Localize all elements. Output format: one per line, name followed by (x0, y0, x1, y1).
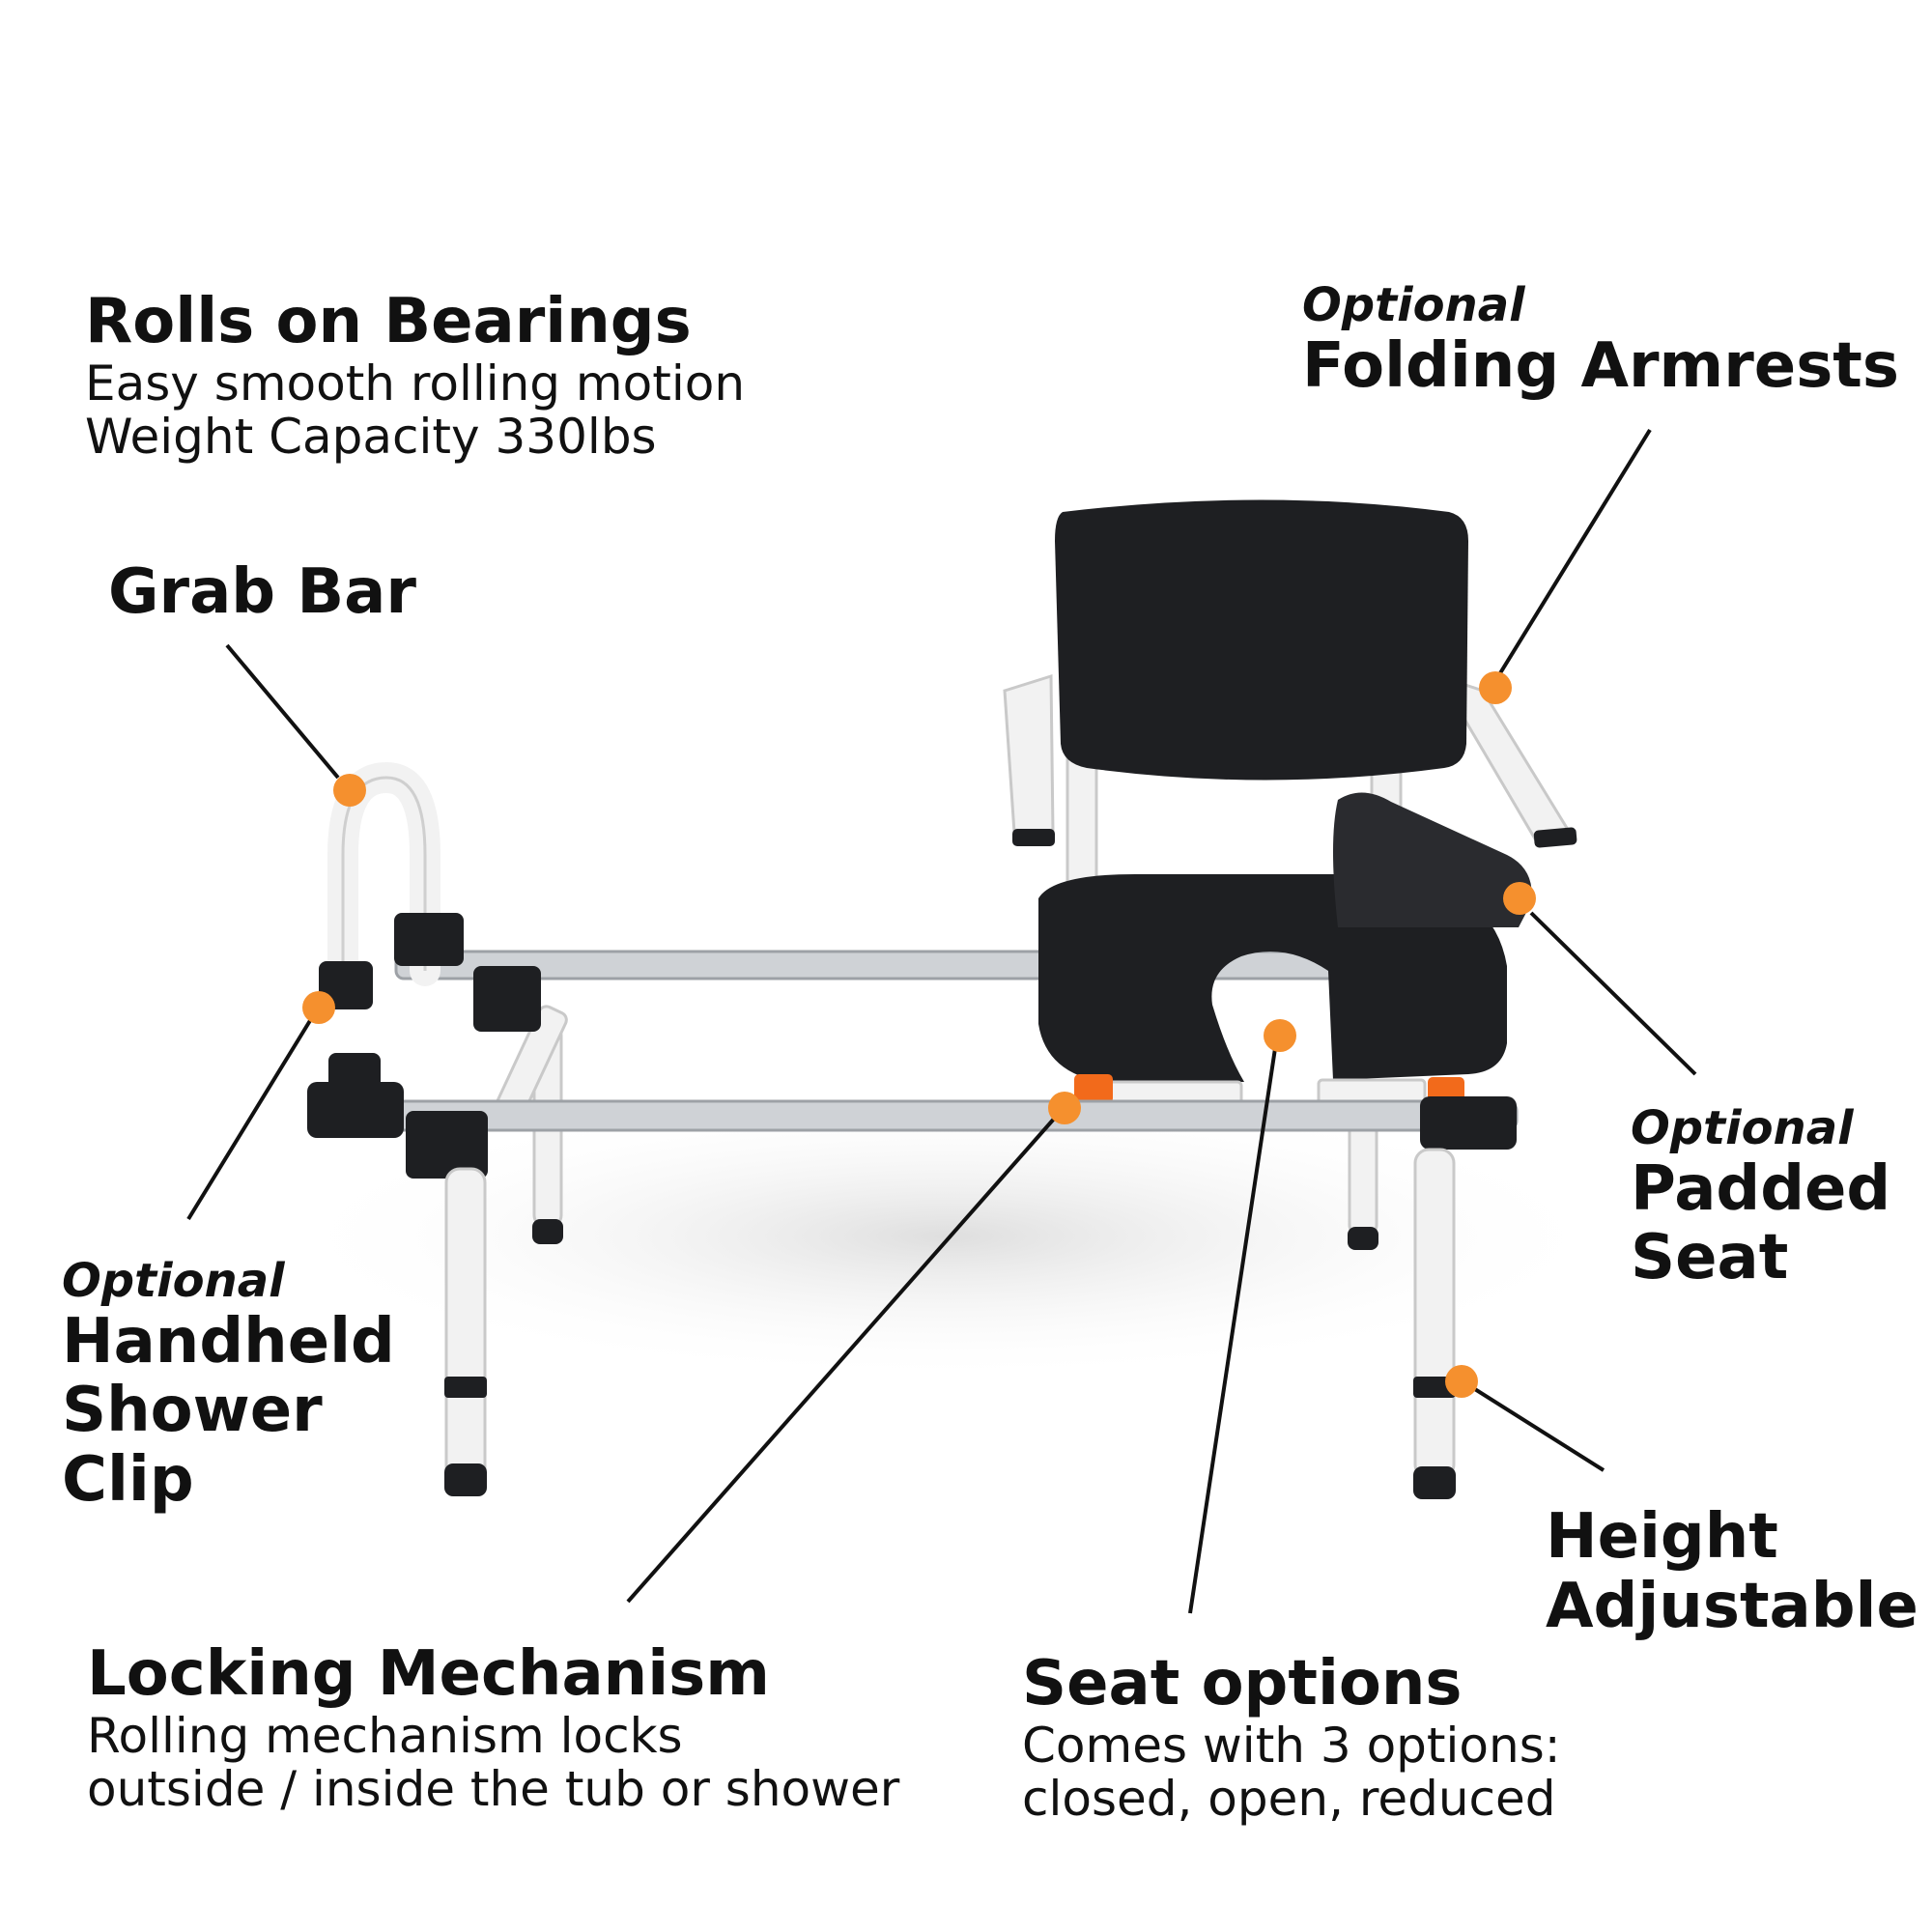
bracket-rear (473, 966, 541, 1032)
back-leg-foot-right (1348, 1227, 1378, 1250)
label-locking-mechanism: Locking Mechanism Rolling mechanism lock… (87, 1638, 900, 1817)
clip-upper (319, 961, 373, 1009)
padded-seat-line-1: Padded (1631, 1152, 1891, 1225)
back-rail (394, 950, 1432, 980)
bench-illustration (270, 499, 1623, 1499)
padded-seat-optional: Optional (1631, 1101, 1854, 1155)
marker-grab-bar (333, 774, 366, 807)
label-padded-seat: Optional Padded Seat (1631, 1101, 1891, 1294)
seat-options-title: Seat options (1022, 1648, 1463, 1719)
callout-line-locking (626, 1107, 1065, 1604)
front-leg-band-left (444, 1377, 487, 1398)
locking-line-2: outside / inside the tub or shower (87, 1760, 900, 1817)
callout-line-armrests (1493, 428, 1652, 683)
marker-height (1445, 1365, 1478, 1398)
armrest-left-cap (1012, 829, 1055, 846)
label-height-adjustable: Height Adjustable (1546, 1501, 1918, 1642)
marker-seat-options (1264, 1019, 1296, 1052)
seat-options-line-2: closed, open, reduced (1022, 1770, 1556, 1827)
callout-lines (186, 428, 1697, 1614)
floor-shadow (270, 1092, 1623, 1381)
marker-shower-clip (302, 991, 335, 1024)
lock-lever-left (1074, 1074, 1113, 1103)
callout-line-height (1468, 1384, 1605, 1472)
front-leg-left (444, 1167, 487, 1490)
height-line-2: Adjustable (1546, 1570, 1918, 1642)
front-bracket-right (1420, 1096, 1517, 1150)
front-leg-foot-left (444, 1463, 487, 1496)
marker-locking (1048, 1092, 1081, 1124)
callout-markers (302, 671, 1536, 1398)
label-seat-options: Seat options Comes with 3 options: close… (1022, 1648, 1561, 1827)
callout-line-padded-seat (1529, 911, 1697, 1076)
callout-line-shower-clip (186, 1012, 316, 1221)
armrest-left (1003, 673, 1055, 835)
marker-padded-seat (1503, 882, 1536, 915)
padded-seat-line-2: Seat (1631, 1222, 1789, 1294)
label-folding-armrests: Optional Folding Armrests (1302, 278, 1899, 402)
marker-armrests (1479, 671, 1512, 704)
front-rail (317, 1099, 1519, 1132)
rolls-line-1: Easy smooth rolling motion (85, 355, 746, 412)
front-bracket-mid (406, 1111, 488, 1179)
armrests-title: Folding Armrests (1302, 329, 1899, 402)
rolls-line-2: Weight Capacity 330lbs (85, 408, 657, 465)
locking-title: Locking Mechanism (87, 1638, 770, 1710)
armrests-optional: Optional (1302, 278, 1525, 332)
back-leg-foot-left (532, 1219, 563, 1244)
rolls-title: Rolls on Bearings (85, 286, 692, 357)
label-handheld-shower-clip: Optional Handheld Shower Clip (62, 1254, 395, 1517)
label-rolls-on-bearings: Rolls on Bearings Easy smooth rolling mo… (85, 286, 746, 465)
seat-options-line-1: Comes with 3 options: (1022, 1717, 1561, 1774)
shower-clip-line-3: Clip (62, 1444, 194, 1517)
locking-line-1: Rolling mechanism locks (87, 1707, 683, 1764)
callout-line-seat-options (1188, 1035, 1279, 1614)
shower-clip-line-1: Handheld (62, 1305, 395, 1378)
front-leg-right (1413, 1148, 1456, 1480)
bracket-top (394, 913, 464, 966)
front-leg-foot-right (1413, 1466, 1456, 1499)
grab-bar-outline (341, 776, 427, 976)
armrest-right-cap (1533, 827, 1577, 848)
padded-seat-cushion (1333, 792, 1532, 927)
callout-line-grab-bar (225, 643, 340, 780)
front-bracket-left (307, 1082, 404, 1138)
backrest (1055, 499, 1468, 781)
front-leg-band-right (1413, 1377, 1456, 1398)
grab-bar-title: Grab Bar (108, 556, 416, 628)
back-leg-right (1348, 1119, 1378, 1238)
shower-clip-optional: Optional (62, 1254, 285, 1308)
height-line-1: Height (1546, 1501, 1778, 1573)
shower-clip-line-2: Shower (62, 1375, 323, 1447)
label-grab-bar: Grab Bar (108, 556, 416, 628)
